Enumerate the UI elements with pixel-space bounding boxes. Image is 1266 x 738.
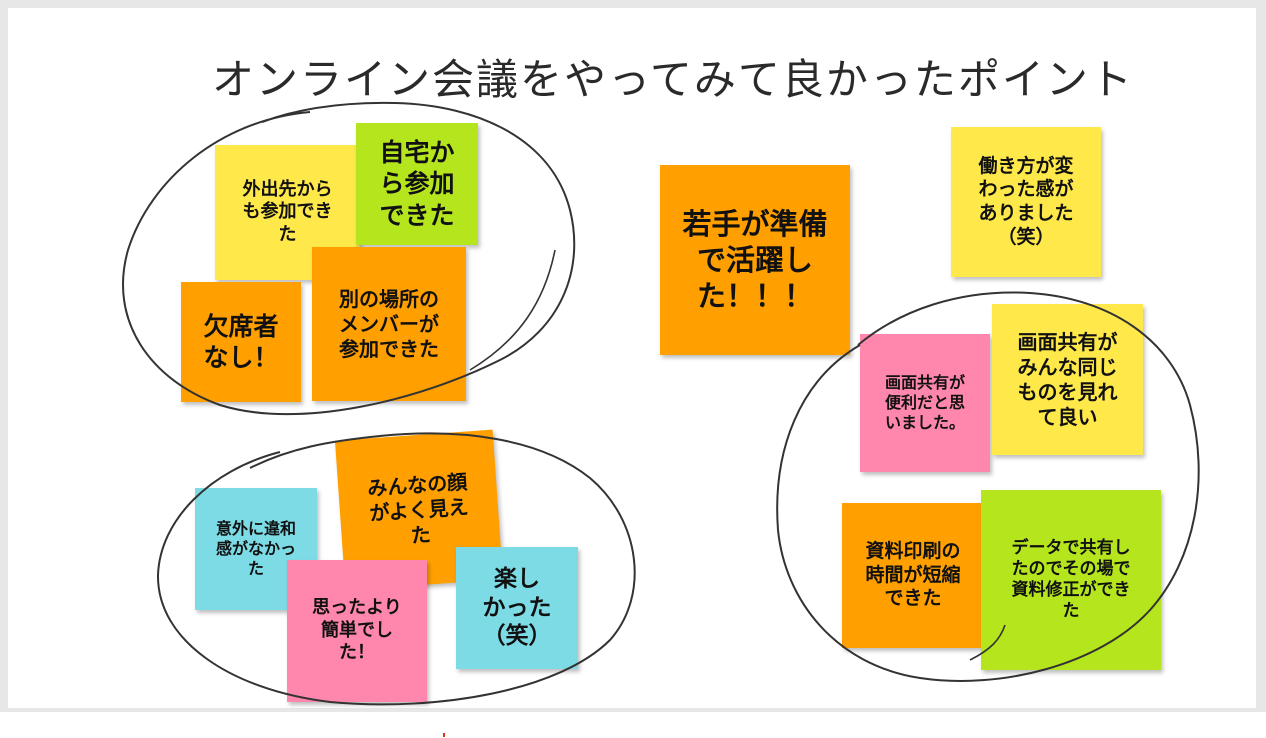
cursor-mark xyxy=(443,733,445,737)
sticky-note[interactable]: 画面共有が みんな同じ ものを見れ て良い xyxy=(992,304,1143,455)
sticky-note[interactable]: 画面共有が 便利だと思 いました。 xyxy=(860,334,990,472)
sticky-note[interactable]: データで共有し たのでその場で 資料修正ができ た xyxy=(981,490,1161,670)
sticky-note[interactable]: 欠席者 なし！ xyxy=(181,282,301,402)
sticky-note[interactable]: 資料印刷の 時間が短縮 できた xyxy=(842,503,984,648)
sticky-note[interactable]: 若手が準備 で活躍し た！！！ xyxy=(660,165,850,355)
sticky-note[interactable]: 自宅か ら参加 できた xyxy=(356,123,478,245)
sticky-note[interactable]: 思ったより 簡単でし た！ xyxy=(287,560,427,702)
sticky-note[interactable]: 別の場所の メンバーが 参加できた xyxy=(312,247,466,401)
sticky-note[interactable]: 楽し かった （笑） xyxy=(456,547,578,669)
sticky-note[interactable]: 働き方が変 わった感が ありました （笑） xyxy=(951,127,1101,277)
slide-title: オンライン会議をやってみて良かったポイント xyxy=(212,55,1134,104)
